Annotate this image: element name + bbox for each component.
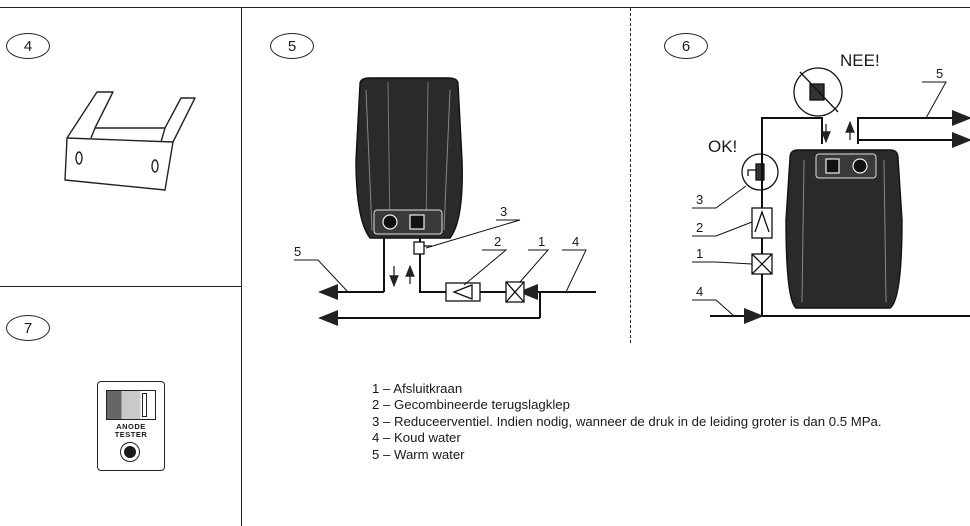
nee-label: NEE! [840, 51, 880, 70]
callout-2: 2 [696, 220, 703, 235]
installation-diagram-6: NEE! OK! 3 2 1 4 5 [692, 51, 970, 324]
anode-tester-label-1: ANODE [116, 422, 146, 431]
installation-diagram-5: 5 2 1 4 3 [294, 77, 596, 326]
callout-3: 3 [696, 192, 703, 207]
anode-tester-device: ANODE TESTER [97, 381, 165, 471]
legend-item-4: 4 – Koud water [372, 430, 461, 446]
legend: 1 – Afsluitkraan 2 – Gecombineerde terug… [372, 381, 882, 463]
anode-tester-button [120, 442, 140, 462]
anode-tester-display [106, 390, 156, 420]
callout-5: 5 [294, 244, 301, 259]
check-valve [445, 282, 481, 302]
panel-number-7: 7 [6, 315, 50, 341]
forbidden-valve-position [793, 67, 843, 117]
legend-item-5: 5 – Warm water [372, 446, 465, 462]
callout-4: 4 [696, 284, 703, 299]
dashed-divider [630, 8, 631, 343]
callout-1: 1 [696, 246, 703, 261]
left-column-divider [241, 7, 243, 526]
left-row-divider [0, 286, 242, 288]
mounting-bracket-illustration [64, 91, 196, 191]
ok-label: OK! [708, 137, 737, 156]
panel-number-6: 6 [664, 33, 708, 59]
callout-1: 1 [538, 234, 545, 249]
callout-4: 4 [572, 234, 579, 249]
anode-tester-indicator [142, 393, 147, 417]
anode-tester-label-2: TESTER [114, 430, 148, 439]
callout-3: 3 [500, 204, 507, 219]
water-heater-body [355, 77, 463, 239]
callout-5: 5 [936, 66, 943, 81]
shutoff-valve [505, 281, 525, 303]
top-border [0, 7, 970, 9]
recommended-valve-position [741, 153, 779, 191]
panel-number-4: 4 [6, 33, 50, 59]
callout-2: 2 [494, 234, 501, 249]
water-heater-body-upright [785, 149, 903, 309]
legend-item-2: 2 – Gecombineerde terugslagklep [372, 397, 570, 413]
panel-number-5: 5 [270, 33, 314, 59]
legend-item-3: 3 – Reduceerventiel. Indien nodig, wanne… [372, 413, 882, 429]
legend-item-1: 1 – Afsluitkraan [372, 381, 463, 396]
